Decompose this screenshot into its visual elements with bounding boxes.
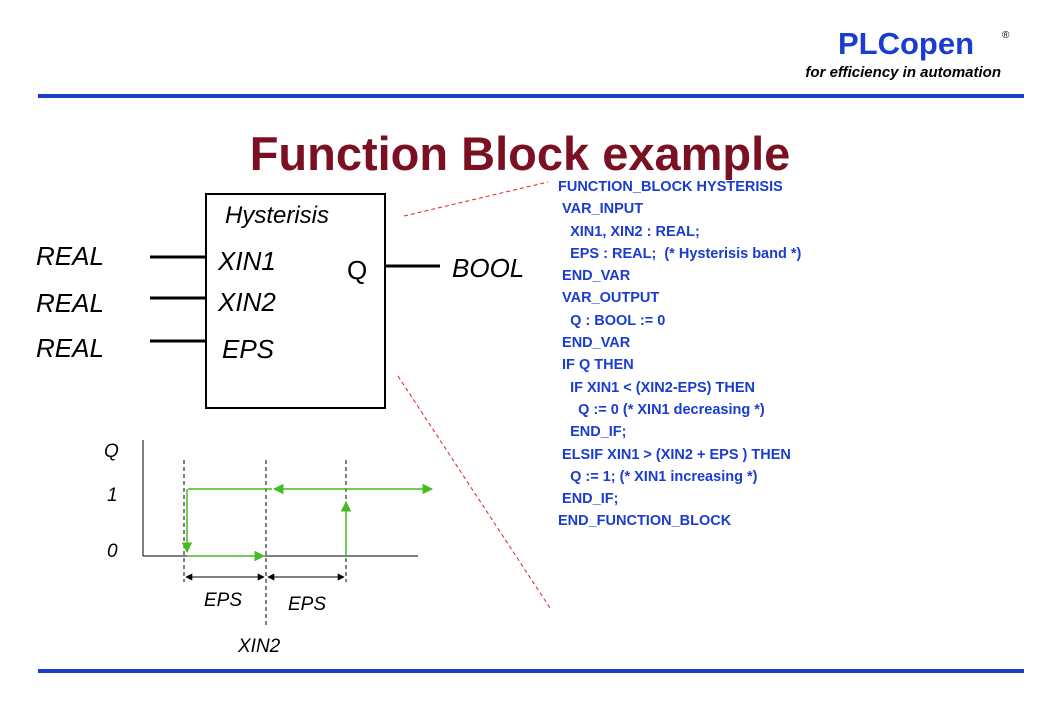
function-block-box: [205, 193, 386, 409]
code-line: VAR_INPUT: [558, 201, 644, 218]
input-type-xin2: REAL: [36, 288, 104, 318]
code-line: Q := 1; (* XIN1 increasing *): [558, 468, 758, 485]
code-line: VAR_OUTPUT: [558, 290, 660, 307]
code-line: XIN1, XIN2 : REAL;: [558, 223, 700, 240]
code-line: Q : BOOL := 0: [558, 312, 666, 329]
xin2-axis-label: XIN2: [238, 636, 281, 657]
input-type-eps: REAL: [36, 333, 104, 363]
graph-y-label: Q: [104, 441, 119, 462]
input-type-xin1: REAL: [36, 241, 104, 271]
code-listing: FUNCTION_BLOCK HYSTERISIS VAR_INPUT XIN1…: [558, 176, 801, 533]
bottom-divider: [38, 669, 1024, 673]
input-name-xin1: XIN1: [218, 246, 276, 276]
output-name-q: Q: [347, 255, 368, 285]
code-line: IF XIN1 < (XIN2-EPS) THEN: [558, 379, 755, 396]
output-type-bool: BOOL: [452, 253, 525, 283]
callout-line-top: [403, 181, 549, 217]
code-line: EPS : REAL; (* Hysterisis band *): [558, 245, 802, 262]
slide-title: Function Block example: [249, 127, 791, 180]
registered-mark: ®: [1002, 30, 1010, 41]
code-line: END_FUNCTION_BLOCK: [558, 513, 732, 530]
graph-tick-0: 0: [107, 541, 118, 562]
code-line: ELSIF XIN1 > (XIN2 + EPS ) THEN: [558, 446, 791, 463]
eps-label-left: EPS: [204, 590, 243, 611]
block-name: Hysterisis: [225, 202, 330, 229]
brand-logo: PLCopen: [838, 26, 975, 61]
code-line: END_IF;: [558, 491, 619, 508]
top-divider: [38, 94, 1024, 98]
code-line: END_VAR: [558, 268, 631, 285]
input-name-eps: EPS: [222, 334, 275, 364]
eps-label-right: EPS: [288, 594, 327, 615]
code-line: FUNCTION_BLOCK HYSTERISIS: [558, 179, 783, 195]
callout-line-bottom: [397, 375, 551, 609]
brand-tagline: for efficiency in automation: [805, 64, 1001, 81]
code-line: IF Q THEN: [558, 357, 634, 374]
input-name-xin2: XIN2: [218, 287, 276, 317]
graph-tick-1: 1: [107, 485, 118, 506]
code-line: END_IF;: [558, 424, 627, 441]
code-line: Q := 0 (* XIN1 decreasing *): [558, 401, 765, 418]
code-line: END_VAR: [558, 335, 631, 352]
